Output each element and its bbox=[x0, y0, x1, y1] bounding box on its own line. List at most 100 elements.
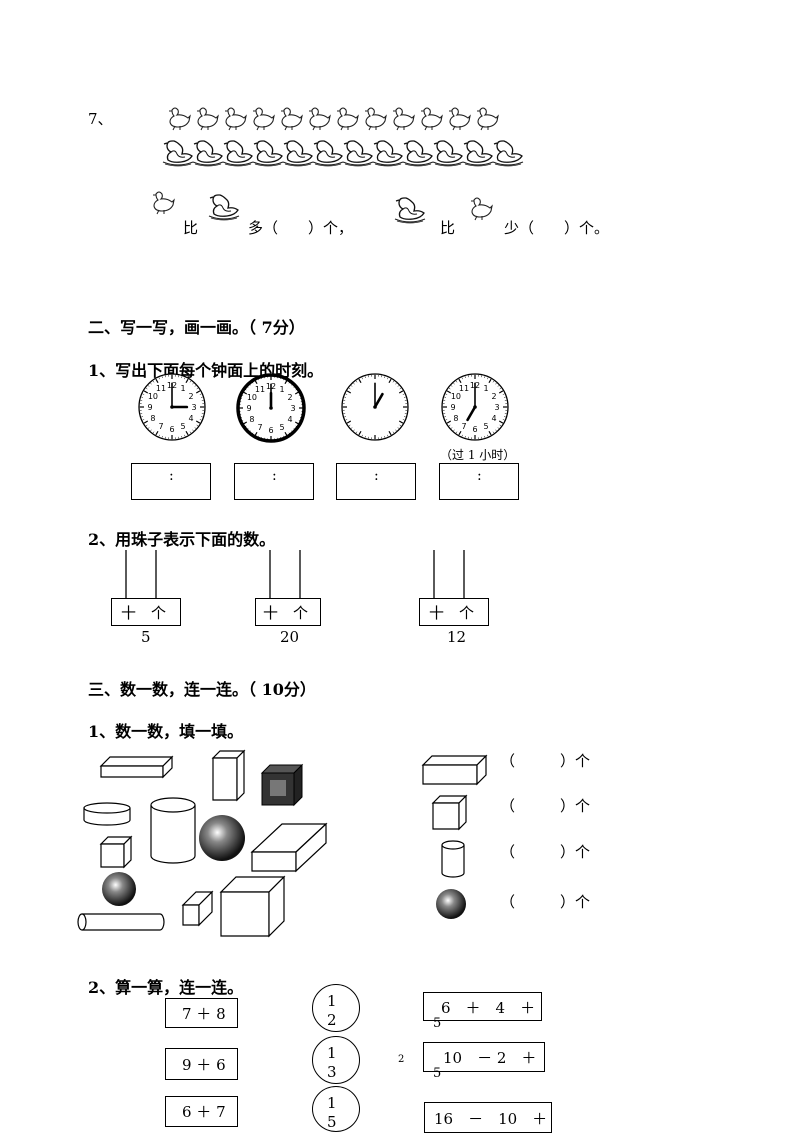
circle-digit: 1 bbox=[327, 1044, 337, 1062]
clock-numeral: 10 bbox=[148, 392, 158, 401]
answer-circle[interactable]: 1 3 bbox=[312, 1036, 360, 1084]
time-colon: : bbox=[374, 468, 379, 484]
compare-text-more: 多（ ）个， bbox=[248, 219, 354, 237]
count-answer-cylinder[interactable]: （ ）个 bbox=[500, 843, 591, 861]
cube-legend-shape bbox=[431, 794, 468, 831]
answer-circle[interactable]: 1 5 bbox=[312, 1086, 360, 1132]
circle-digit: 1 bbox=[327, 1094, 337, 1112]
clock-numeral: 1 bbox=[279, 385, 284, 394]
clock-numeral: 3 bbox=[494, 403, 499, 412]
count-answer-cuboid[interactable]: （ ）个 bbox=[500, 752, 591, 770]
expression-text: 9 ＋ 6 bbox=[182, 1056, 226, 1074]
expression-text: 6 ＋ 4 ＋ bbox=[441, 999, 536, 1017]
cube-shape bbox=[99, 835, 133, 869]
clock-numeral: 11 bbox=[156, 384, 166, 393]
expression-box[interactable]: 10 － 2 ＋ bbox=[423, 1042, 545, 1072]
time-answer-box[interactable]: : bbox=[131, 463, 211, 500]
sphere-legend-shape bbox=[436, 889, 466, 919]
section-3-q1-title: 1、数一数，填一填。 bbox=[88, 722, 244, 741]
cuboid-shape bbox=[211, 749, 246, 802]
clock-numeral: 10 bbox=[451, 392, 461, 401]
clock-numeral: 6 bbox=[268, 426, 273, 435]
abacus-base: 十 个 bbox=[255, 598, 321, 626]
expression-text: 10 － 2 ＋ bbox=[443, 1049, 537, 1067]
question-7-number: 7、 bbox=[88, 110, 113, 128]
abacus-rods bbox=[125, 550, 157, 598]
clock-numeral: 1 bbox=[483, 384, 488, 393]
section-2-q2-title: 2、用珠子表示下面的数。 bbox=[88, 530, 276, 549]
clock-numeral: 9 bbox=[147, 403, 152, 412]
expression-box[interactable]: 9 ＋ 6 bbox=[165, 1048, 238, 1080]
circle-digit: 3 bbox=[327, 1063, 337, 1081]
expression-box[interactable]: 6 ＋ 7 bbox=[165, 1096, 238, 1127]
clock-numeral: 1 bbox=[180, 384, 185, 393]
clock-numeral: 5 bbox=[279, 423, 284, 432]
clock-numeral: 2 bbox=[189, 392, 194, 401]
circle-digit: 1 bbox=[327, 992, 337, 1010]
clock-numeral: 4 bbox=[189, 414, 194, 423]
cuboid-shape bbox=[250, 822, 328, 873]
abacus-number: 20 bbox=[280, 628, 300, 646]
clock-numeral: 6 bbox=[472, 425, 477, 434]
clock-hour-hand bbox=[373, 392, 384, 409]
abacus-place-labels: 十 个 bbox=[121, 604, 167, 622]
clock-numeral: 8 bbox=[453, 414, 458, 423]
expression-box[interactable]: 6 ＋ 4 ＋ bbox=[423, 992, 542, 1021]
clock-numeral: 7 bbox=[257, 423, 262, 432]
answer-circle[interactable]: 1 2 bbox=[312, 984, 360, 1032]
expression-text: 16 － 10 ＋ bbox=[434, 1110, 548, 1128]
clock-numeral: 7 bbox=[158, 422, 163, 431]
clock-numeral: 9 bbox=[246, 404, 251, 413]
count-answer-cube[interactable]: （ ）个 bbox=[500, 797, 591, 815]
circle-digit: 2 bbox=[327, 1011, 337, 1029]
time-answer-box[interactable]: : bbox=[336, 463, 416, 500]
clock-numeral: 4 bbox=[492, 414, 497, 423]
expression-tail: 5 bbox=[433, 1016, 442, 1031]
clock-numeral: 4 bbox=[288, 415, 293, 424]
clock-numeral: 10 bbox=[247, 393, 257, 402]
shape-collection bbox=[77, 749, 488, 938]
abacus-base: 十 个 bbox=[419, 598, 489, 626]
abacus-base: 十 个 bbox=[111, 598, 181, 626]
clock-numeral: 8 bbox=[150, 414, 155, 423]
clock-numeral: 11 bbox=[255, 385, 265, 394]
abacus-rods bbox=[269, 550, 301, 598]
clock-hour-hand bbox=[466, 405, 477, 422]
cuboid-legend-shape bbox=[421, 754, 488, 786]
clock-numeral: 9 bbox=[450, 403, 455, 412]
time-answer-box[interactable]: : bbox=[439, 463, 519, 500]
stray-digit: 2 bbox=[398, 1054, 405, 1065]
sphere-shape bbox=[199, 815, 245, 861]
time-answer-box[interactable]: : bbox=[234, 463, 314, 500]
cylinder-shape bbox=[83, 802, 131, 826]
cube-shape bbox=[219, 875, 286, 938]
cube-shape bbox=[260, 763, 304, 807]
abacus-rods bbox=[433, 550, 465, 598]
clock-numeral: 7 bbox=[461, 422, 466, 431]
time-colon: : bbox=[272, 468, 277, 484]
time-colon: : bbox=[169, 468, 174, 484]
clock-numeral: 5 bbox=[180, 422, 185, 431]
cylinder-legend-shape bbox=[441, 840, 465, 878]
clock-numeral: 6 bbox=[169, 425, 174, 434]
clock-icon bbox=[341, 373, 409, 441]
clock-numeral: 3 bbox=[290, 404, 295, 413]
clock-numeral: 2 bbox=[288, 393, 293, 402]
clock-numeral: 3 bbox=[191, 403, 196, 412]
section-3-title: 三、数一数，连一连。（ 10分） bbox=[88, 680, 316, 699]
expression-box[interactable]: 7 ＋ 8 bbox=[165, 998, 238, 1028]
clock-numeral: 5 bbox=[483, 422, 488, 431]
sphere-shape bbox=[102, 872, 136, 906]
expression-text: 7 ＋ 8 bbox=[182, 1005, 226, 1023]
clock-faces: 1234567891011121234567891011121234567891… bbox=[138, 373, 509, 443]
clock-note: （过 1 小时） bbox=[440, 448, 516, 462]
expression-box[interactable]: 16 － 10 ＋ bbox=[424, 1102, 552, 1133]
expression-text: 6 ＋ 7 bbox=[182, 1103, 226, 1121]
section-2-title: 二、写一写，画一画。（ 7分） bbox=[88, 318, 305, 337]
cylinder-shape bbox=[77, 913, 165, 931]
count-answer-sphere[interactable]: （ ）个 bbox=[500, 893, 591, 911]
cuboid-shape bbox=[181, 890, 214, 927]
